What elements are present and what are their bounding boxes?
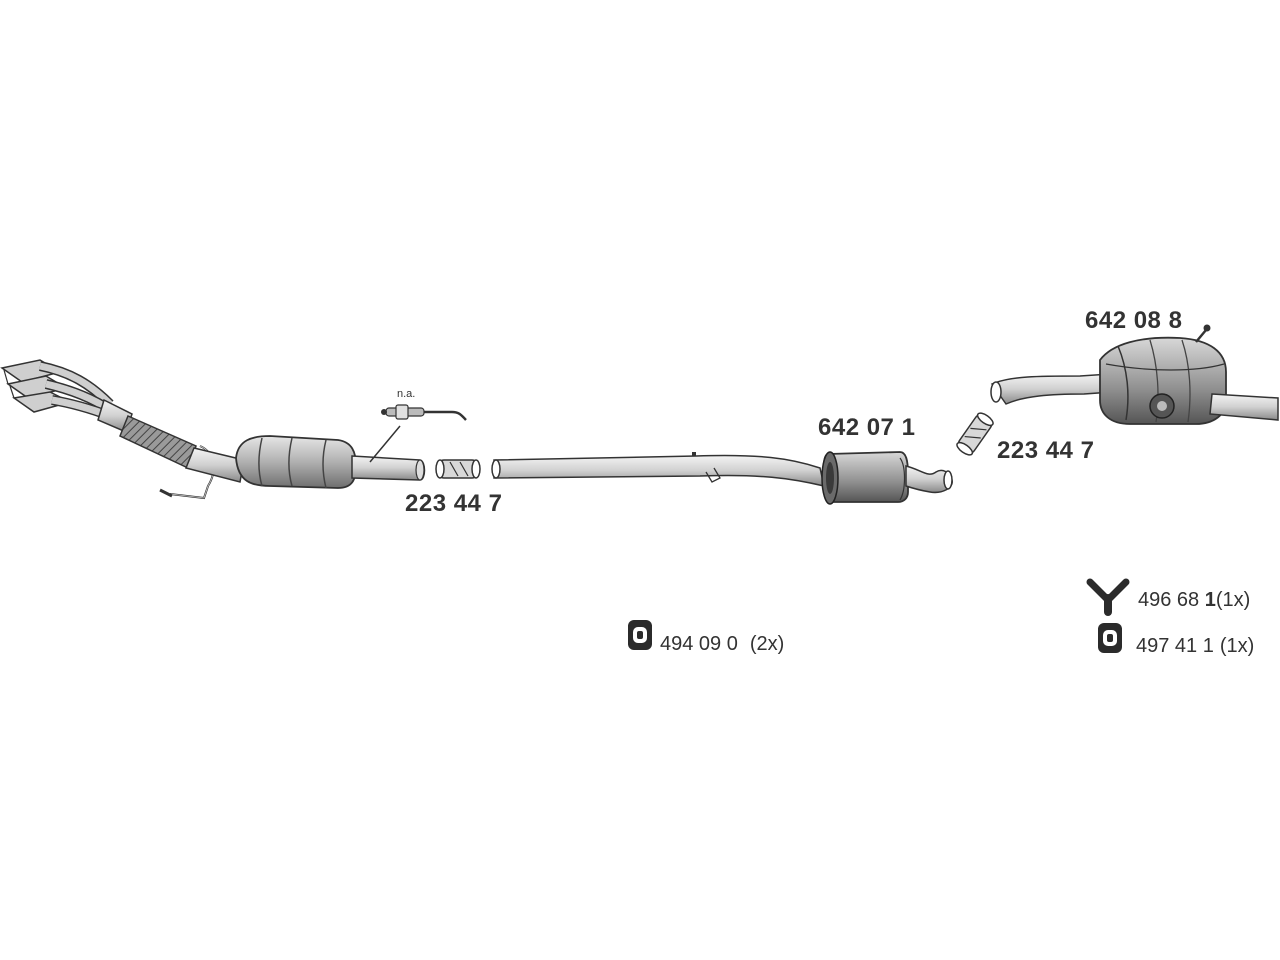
gasket-front[interactable] bbox=[435, 459, 481, 479]
rear-silencer-label: 642 08 8 bbox=[1085, 307, 1183, 334]
gasket-rear-label: 223 44 7 bbox=[997, 437, 1095, 464]
lambda-sensor bbox=[381, 404, 467, 421]
rear-silencer[interactable] bbox=[990, 324, 1279, 425]
accessory-item: 497 41 1 (1x) bbox=[1136, 635, 1254, 658]
accessory-number: 497 41 1 bbox=[1136, 635, 1214, 657]
rubber-mount-icon bbox=[1098, 623, 1122, 653]
accessory-number: 496 68 1 bbox=[1138, 589, 1216, 611]
accessory-item: 496 68 1 (1x) bbox=[1138, 589, 1250, 612]
middle-pipe-silencer[interactable] bbox=[491, 451, 953, 505]
front-pipe-catalyst[interactable] bbox=[0, 359, 426, 500]
y-hanger-icon bbox=[1086, 578, 1130, 616]
accessory-number: 494 09 0 bbox=[660, 633, 738, 655]
rubber-mount-icon bbox=[628, 620, 652, 650]
middle-silencer-label: 642 07 1 bbox=[818, 414, 916, 441]
gasket-rear[interactable] bbox=[955, 411, 995, 457]
accessory-qty: (1x) bbox=[1219, 635, 1255, 657]
not-included-note: n.a. bbox=[397, 388, 416, 400]
gasket-front-label: 223 44 7 bbox=[405, 490, 503, 517]
accessory-qty: (1x) bbox=[1215, 589, 1251, 611]
sensor-leader-line bbox=[369, 425, 401, 463]
accessory-qty: (2x) bbox=[749, 633, 785, 655]
accessory-item: 494 09 0 (2x) bbox=[660, 633, 784, 656]
